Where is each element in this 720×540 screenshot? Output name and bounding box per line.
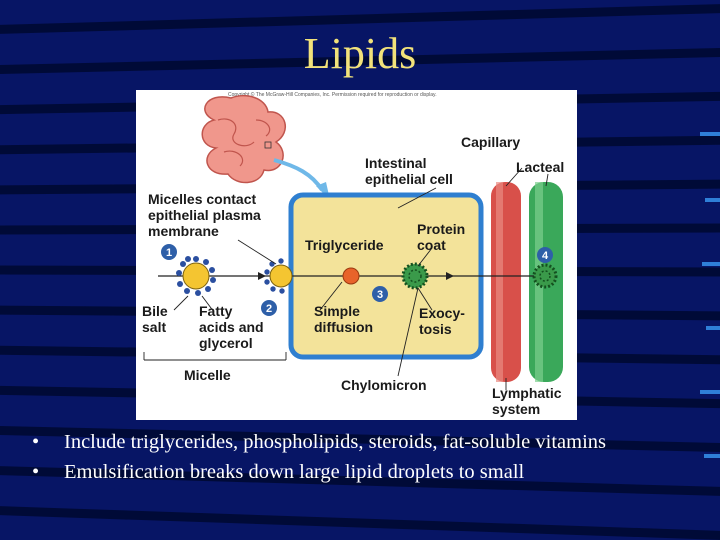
small-intestine-illustration — [201, 94, 286, 184]
bullet-glyph: • — [32, 461, 40, 483]
micelle-at-membrane — [264, 258, 293, 294]
label-micelles-1: Micelles contact — [148, 191, 256, 207]
label-capillary: Capillary — [461, 134, 520, 150]
label-lymphatic-1: Lymphatic — [492, 385, 562, 401]
label-fatty-3: glycerol — [199, 335, 253, 351]
label-intestinal-cell-1: Intestinal — [365, 155, 426, 171]
bullet-glyph: • — [32, 431, 40, 453]
label-bile-2: salt — [142, 319, 166, 335]
step-badge-2: 2 — [261, 300, 277, 316]
label-lacteal: Lacteal — [516, 159, 564, 175]
bullet-text: Emulsification breaks down large lipid d… — [64, 461, 525, 483]
step-badge-1: 1 — [161, 244, 177, 260]
label-micelle: Micelle — [184, 367, 231, 383]
chylomicron-in-cell — [401, 262, 429, 290]
label-micelles-3: membrane — [148, 223, 219, 239]
svg-text:4: 4 — [542, 250, 549, 262]
capillary-tube — [491, 182, 521, 382]
step-badge-4: 4 — [537, 247, 553, 263]
label-bile-1: Bile — [142, 303, 168, 319]
label-simple-2: diffusion — [314, 319, 373, 335]
lipid-absorption-diagram: Copyright © The McGraw-Hill Companies, I… — [136, 90, 577, 420]
bullet-item: • Emulsification breaks down large lipid… — [30, 460, 690, 484]
copyright-text: Copyright © The McGraw-Hill Companies, I… — [228, 91, 437, 98]
step-badge-3: 3 — [372, 286, 388, 302]
svg-text:2: 2 — [266, 303, 272, 315]
label-chylomicron: Chylomicron — [341, 377, 427, 393]
chylomicron-in-lacteal — [532, 263, 558, 289]
label-protein-1: Protein — [417, 221, 465, 237]
label-simple-1: Simple — [314, 303, 360, 319]
label-micelles-2: epithelial plasma — [148, 207, 261, 223]
label-exocytosis-1: Exocy- — [419, 305, 465, 321]
label-triglyceride: Triglyceride — [305, 237, 384, 253]
svg-text:3: 3 — [377, 289, 383, 301]
label-fatty-2: acids and — [199, 319, 264, 335]
zoom-arrow — [273, 158, 324, 192]
label-exocytosis-2: tosis — [419, 321, 452, 337]
bullet-list: • Include triglycerides, phospholipids, … — [30, 430, 690, 490]
triglyceride-droplet — [342, 267, 360, 285]
label-lymphatic-2: system — [492, 401, 540, 417]
label-protein-2: coat — [417, 237, 446, 253]
label-fatty-1: Fatty — [199, 303, 233, 319]
svg-text:1: 1 — [166, 247, 172, 259]
bullet-text: Include triglycerides, phospholipids, st… — [64, 431, 607, 453]
bullet-item: • Include triglycerides, phospholipids, … — [30, 430, 690, 454]
label-intestinal-cell-2: epithelial cell — [365, 171, 453, 187]
slide-title: Lipids — [303, 29, 417, 78]
micelle-in-lumen — [176, 256, 216, 296]
